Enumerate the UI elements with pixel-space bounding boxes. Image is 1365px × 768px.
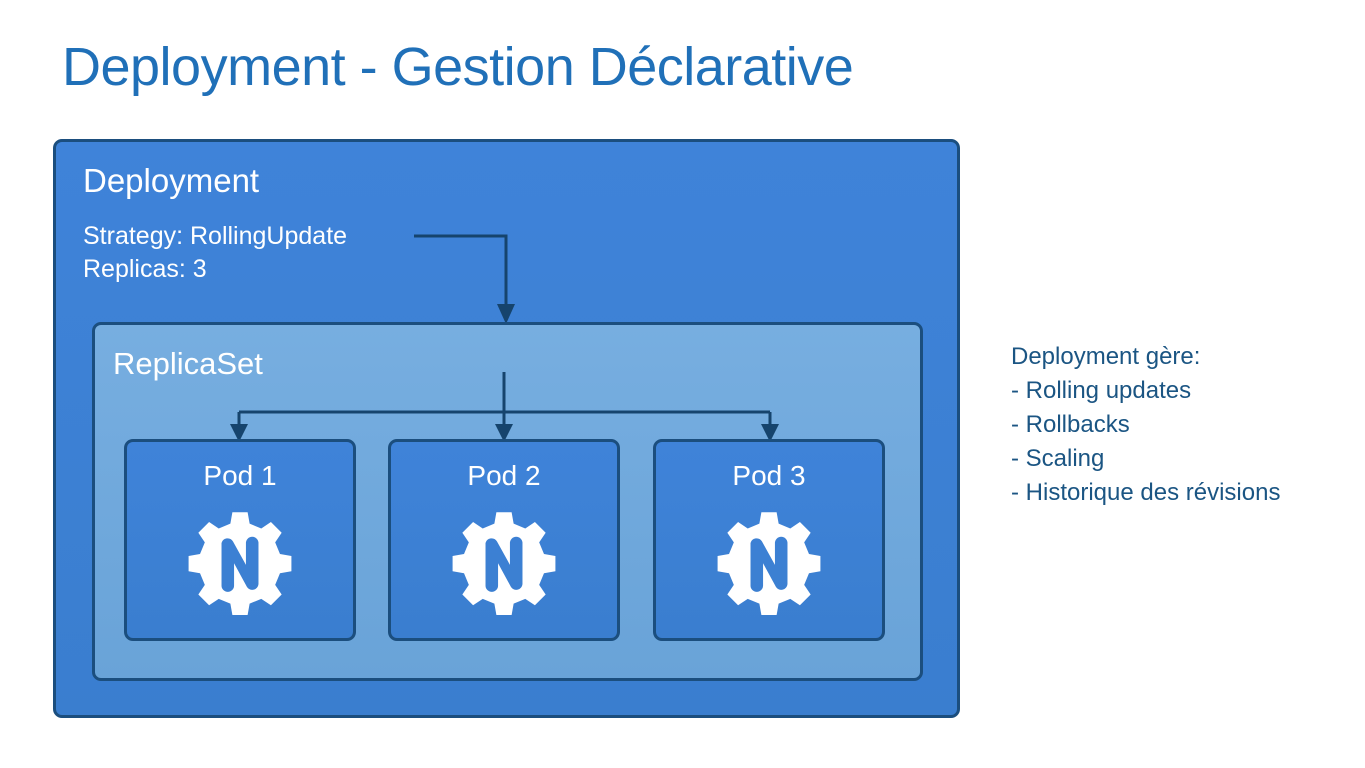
pod-label-2: Pod 2 [467,460,541,491]
pod-label-1: Pod 1 [203,460,277,491]
pod-box-2: Pod 2 [388,439,620,641]
page-title: Deployment - Gestion Déclarative [62,37,854,97]
gear-n-icon [717,512,821,616]
notes-item-historique: - Historique des révisions [1011,479,1281,507]
notes-item-rollbacks: - Rollbacks [1011,411,1130,439]
pod-box-3: Pod 3 [653,439,885,641]
deployment-meta: Strategy: RollingUpdate Replicas: 3 [83,220,347,286]
deployment-strategy-line: Strategy: RollingUpdate [83,222,348,250]
notes-item-rolling-updates: - Rolling updates [1011,377,1192,405]
pod-label-3: Pod 3 [732,460,806,491]
notes-block: Deployment gère: - Rolling updates - Rol… [1011,340,1280,510]
gear-n-icon [188,512,292,616]
notes-heading: Deployment gère: [1011,343,1201,370]
replicaset-label: ReplicaSet [113,346,263,381]
deployment-label: Deployment [83,162,260,199]
pod-box-1: Pod 1 [124,439,356,641]
deployment-replicas-line: Replicas: 3 [83,255,207,283]
gear-n-icon [452,512,556,616]
notes-item-scaling: - Scaling [1011,445,1105,473]
